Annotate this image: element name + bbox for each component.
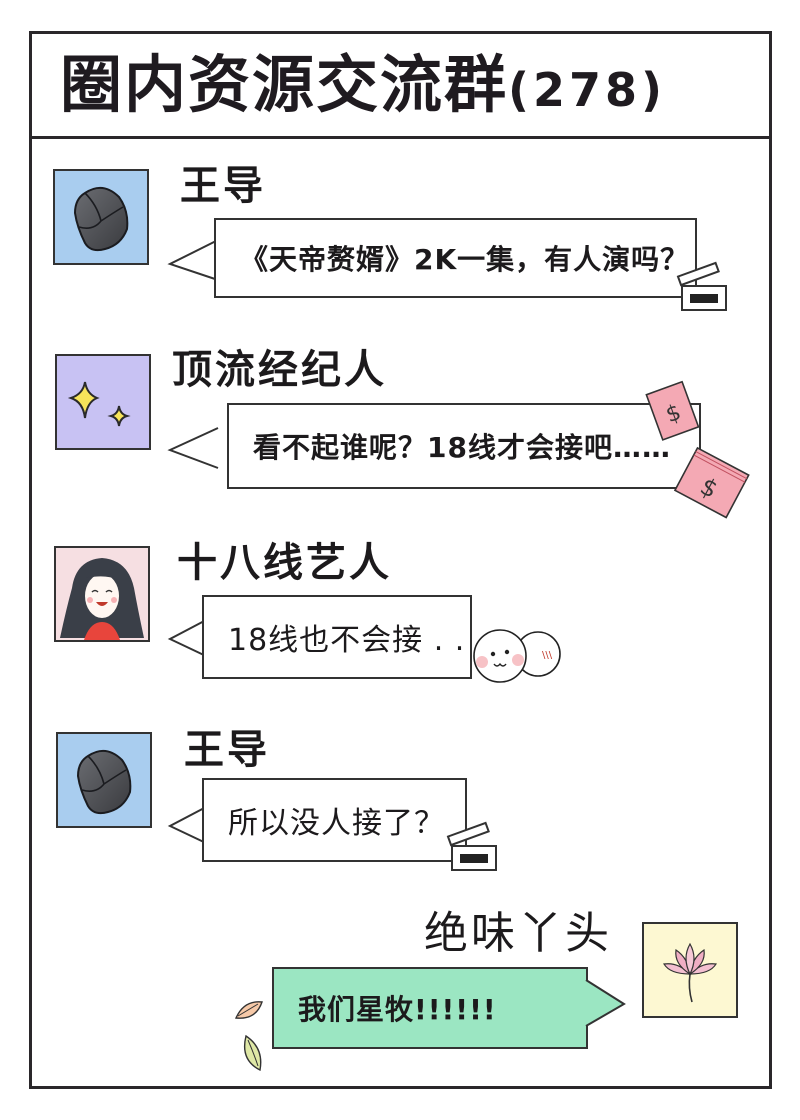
group-title: 圈内资源交流群(278) xyxy=(60,54,666,116)
avatar-wang-director[interactable] xyxy=(53,169,149,265)
baseball-cap-icon xyxy=(73,186,129,252)
laughing-girl-icon xyxy=(60,558,144,640)
baseball-cap-icon xyxy=(76,749,132,815)
sender-name: 顶流经纪人 xyxy=(172,347,387,393)
sender-name: 绝味丫头 xyxy=(424,908,612,959)
sender-name: 王导 xyxy=(184,727,270,773)
avatar-self[interactable] xyxy=(642,922,738,1018)
leaves-icon xyxy=(234,1001,263,1072)
bubble-tail xyxy=(167,618,209,658)
sender-name: 王导 xyxy=(180,163,266,209)
message-text: 《天帝赘婿》2K一集，有人演吗？ xyxy=(240,243,690,276)
sender-name: 十八线艺人 xyxy=(177,540,392,586)
clapperboard-icon xyxy=(446,821,497,871)
message-bubble[interactable]: 看不起谁呢？18线才会接吧…… xyxy=(227,403,701,489)
message-text: 所以没人接了？ xyxy=(228,806,445,841)
money-bills-icon: $ $ xyxy=(645,380,750,519)
lotus-flower-icon xyxy=(663,942,717,1003)
message-bubble[interactable]: 我们星牧!!!!!! xyxy=(272,967,588,1049)
avatar-wang-director[interactable] xyxy=(56,732,152,828)
message-bubble[interactable]: 所以没人接了？ xyxy=(202,778,467,862)
message-bubble[interactable]: 《天帝赘婿》2K一集，有人演吗？ xyxy=(214,218,697,298)
bubble-tail xyxy=(167,427,219,469)
avatar-top-agent[interactable] xyxy=(55,354,151,450)
chat-header: 圈内资源交流群(278) xyxy=(32,34,769,139)
comic-frame: 圈内资源交流群(278) xyxy=(29,31,772,1089)
bubble-tail xyxy=(585,979,626,1027)
avatar-18th-tier-artist[interactable] xyxy=(54,546,150,642)
member-count: (278) xyxy=(508,63,667,117)
group-name: 圈内资源交流群 xyxy=(60,48,509,121)
bubble-tail xyxy=(167,805,209,845)
message-text: 看不起谁呢？18线才会接吧…… xyxy=(253,431,671,464)
message-text: 18线也不会接 . . . xyxy=(228,623,487,658)
svg-text:\\\: \\\ xyxy=(542,650,553,661)
bubble-tail xyxy=(167,239,219,281)
sparkles-icon xyxy=(67,381,131,427)
clapperboard-icon xyxy=(676,261,727,311)
message-bubble[interactable]: 18线也不会接 . . . xyxy=(202,595,485,679)
message-text: 我们星牧!!!!!! xyxy=(298,993,497,1026)
blob-faces-icon: \\\ xyxy=(473,629,561,683)
